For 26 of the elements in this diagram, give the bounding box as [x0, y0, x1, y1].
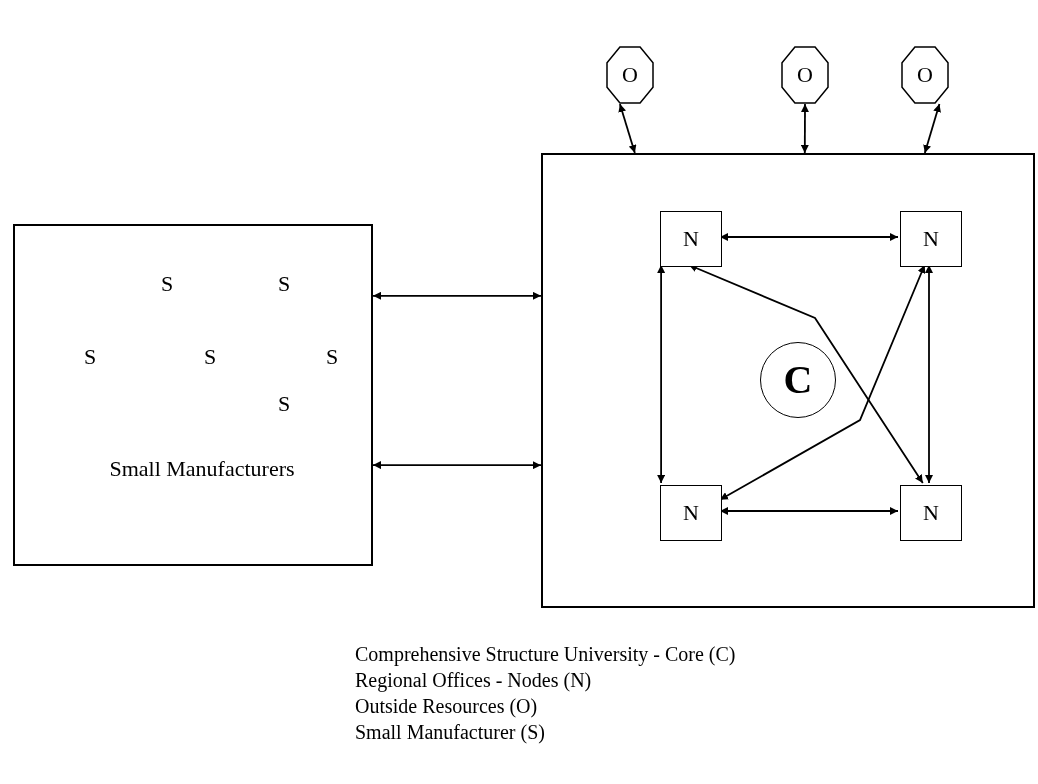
octagon-node: O [606, 46, 654, 104]
letter-label: S [325, 344, 339, 370]
letter-label: S [277, 391, 291, 417]
double-arrow [372, 461, 542, 470]
letter-label: S [277, 271, 291, 297]
legend-text: Outside Resources (O) [355, 695, 538, 718]
node-box: N [660, 211, 722, 267]
double-arrow [372, 291, 542, 300]
octagon-node: O [781, 46, 829, 104]
node-box: N [660, 485, 722, 541]
letter-label: S [203, 344, 217, 370]
legend-text: Regional Offices - Nodes (N) [355, 669, 592, 692]
group-label: Small Manufacturers [109, 456, 295, 482]
node-box: N [900, 211, 962, 267]
double-arrow [923, 103, 941, 154]
legend-text: Comprehensive Structure University - Core (C) [355, 643, 736, 666]
double-arrow [800, 103, 809, 154]
octagon-node: O [901, 46, 949, 104]
legend-text: Small Manufacturer (S) [355, 721, 545, 744]
node-box: N [900, 485, 962, 541]
double-arrow [657, 264, 666, 484]
group-box [541, 153, 1035, 608]
letter-label: S [83, 344, 97, 370]
letter-label: S [160, 271, 174, 297]
double-arrow [618, 103, 637, 154]
group-box [13, 224, 373, 566]
